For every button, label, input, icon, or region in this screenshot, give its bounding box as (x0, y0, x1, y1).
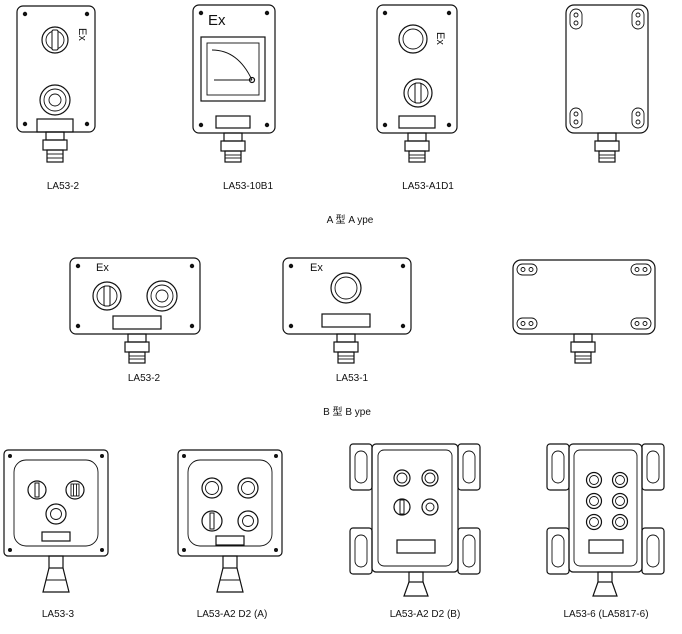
caption-b1: LA53-2 (127, 373, 161, 384)
ex-mark-a3: Ex (434, 32, 446, 45)
enclosure-a3-la53-a1d1 (376, 4, 458, 163)
enclosure-c4-la53-6 (546, 443, 665, 597)
enclosure-a1-la53-2 (16, 5, 96, 163)
enclosure-c1-la53-3 (3, 449, 109, 593)
enclosure-c2-la53-a2d2-a (177, 449, 283, 593)
enclosure-b1-la53-2 (69, 257, 201, 364)
ex-mark-a1: Ex (76, 28, 88, 41)
section-label-b-type: B 型 B ype (323, 407, 371, 418)
caption-c3: LA53-A2 D2 (B) (389, 609, 461, 620)
caption-c4: LA53-6 (LA5817-6) (563, 609, 649, 620)
ex-mark-a2: Ex (208, 12, 226, 29)
section-label-a-type: A 型 A ype (326, 215, 374, 226)
enclosure-a2-la53-10b1 (192, 4, 276, 163)
caption-c1: LA53-3 (41, 609, 75, 620)
enclosure-b2-la53-1 (282, 257, 412, 364)
enclosure-c3-la53-a2d2-b (349, 443, 481, 597)
caption-a1: LA53-2 (46, 181, 80, 192)
enclosure-b3-blank (512, 259, 656, 364)
ex-mark-b2: Ex (310, 262, 323, 274)
caption-c2: LA53-A2 D2 (A) (196, 609, 268, 620)
caption-a3: LA53-A1D1 (402, 181, 454, 192)
ex-mark-b1: Ex (96, 262, 109, 274)
caption-b2: LA53-1 (335, 373, 369, 384)
enclosure-a4-blank (565, 4, 649, 163)
caption-a2: LA53-10B1 (222, 181, 274, 192)
